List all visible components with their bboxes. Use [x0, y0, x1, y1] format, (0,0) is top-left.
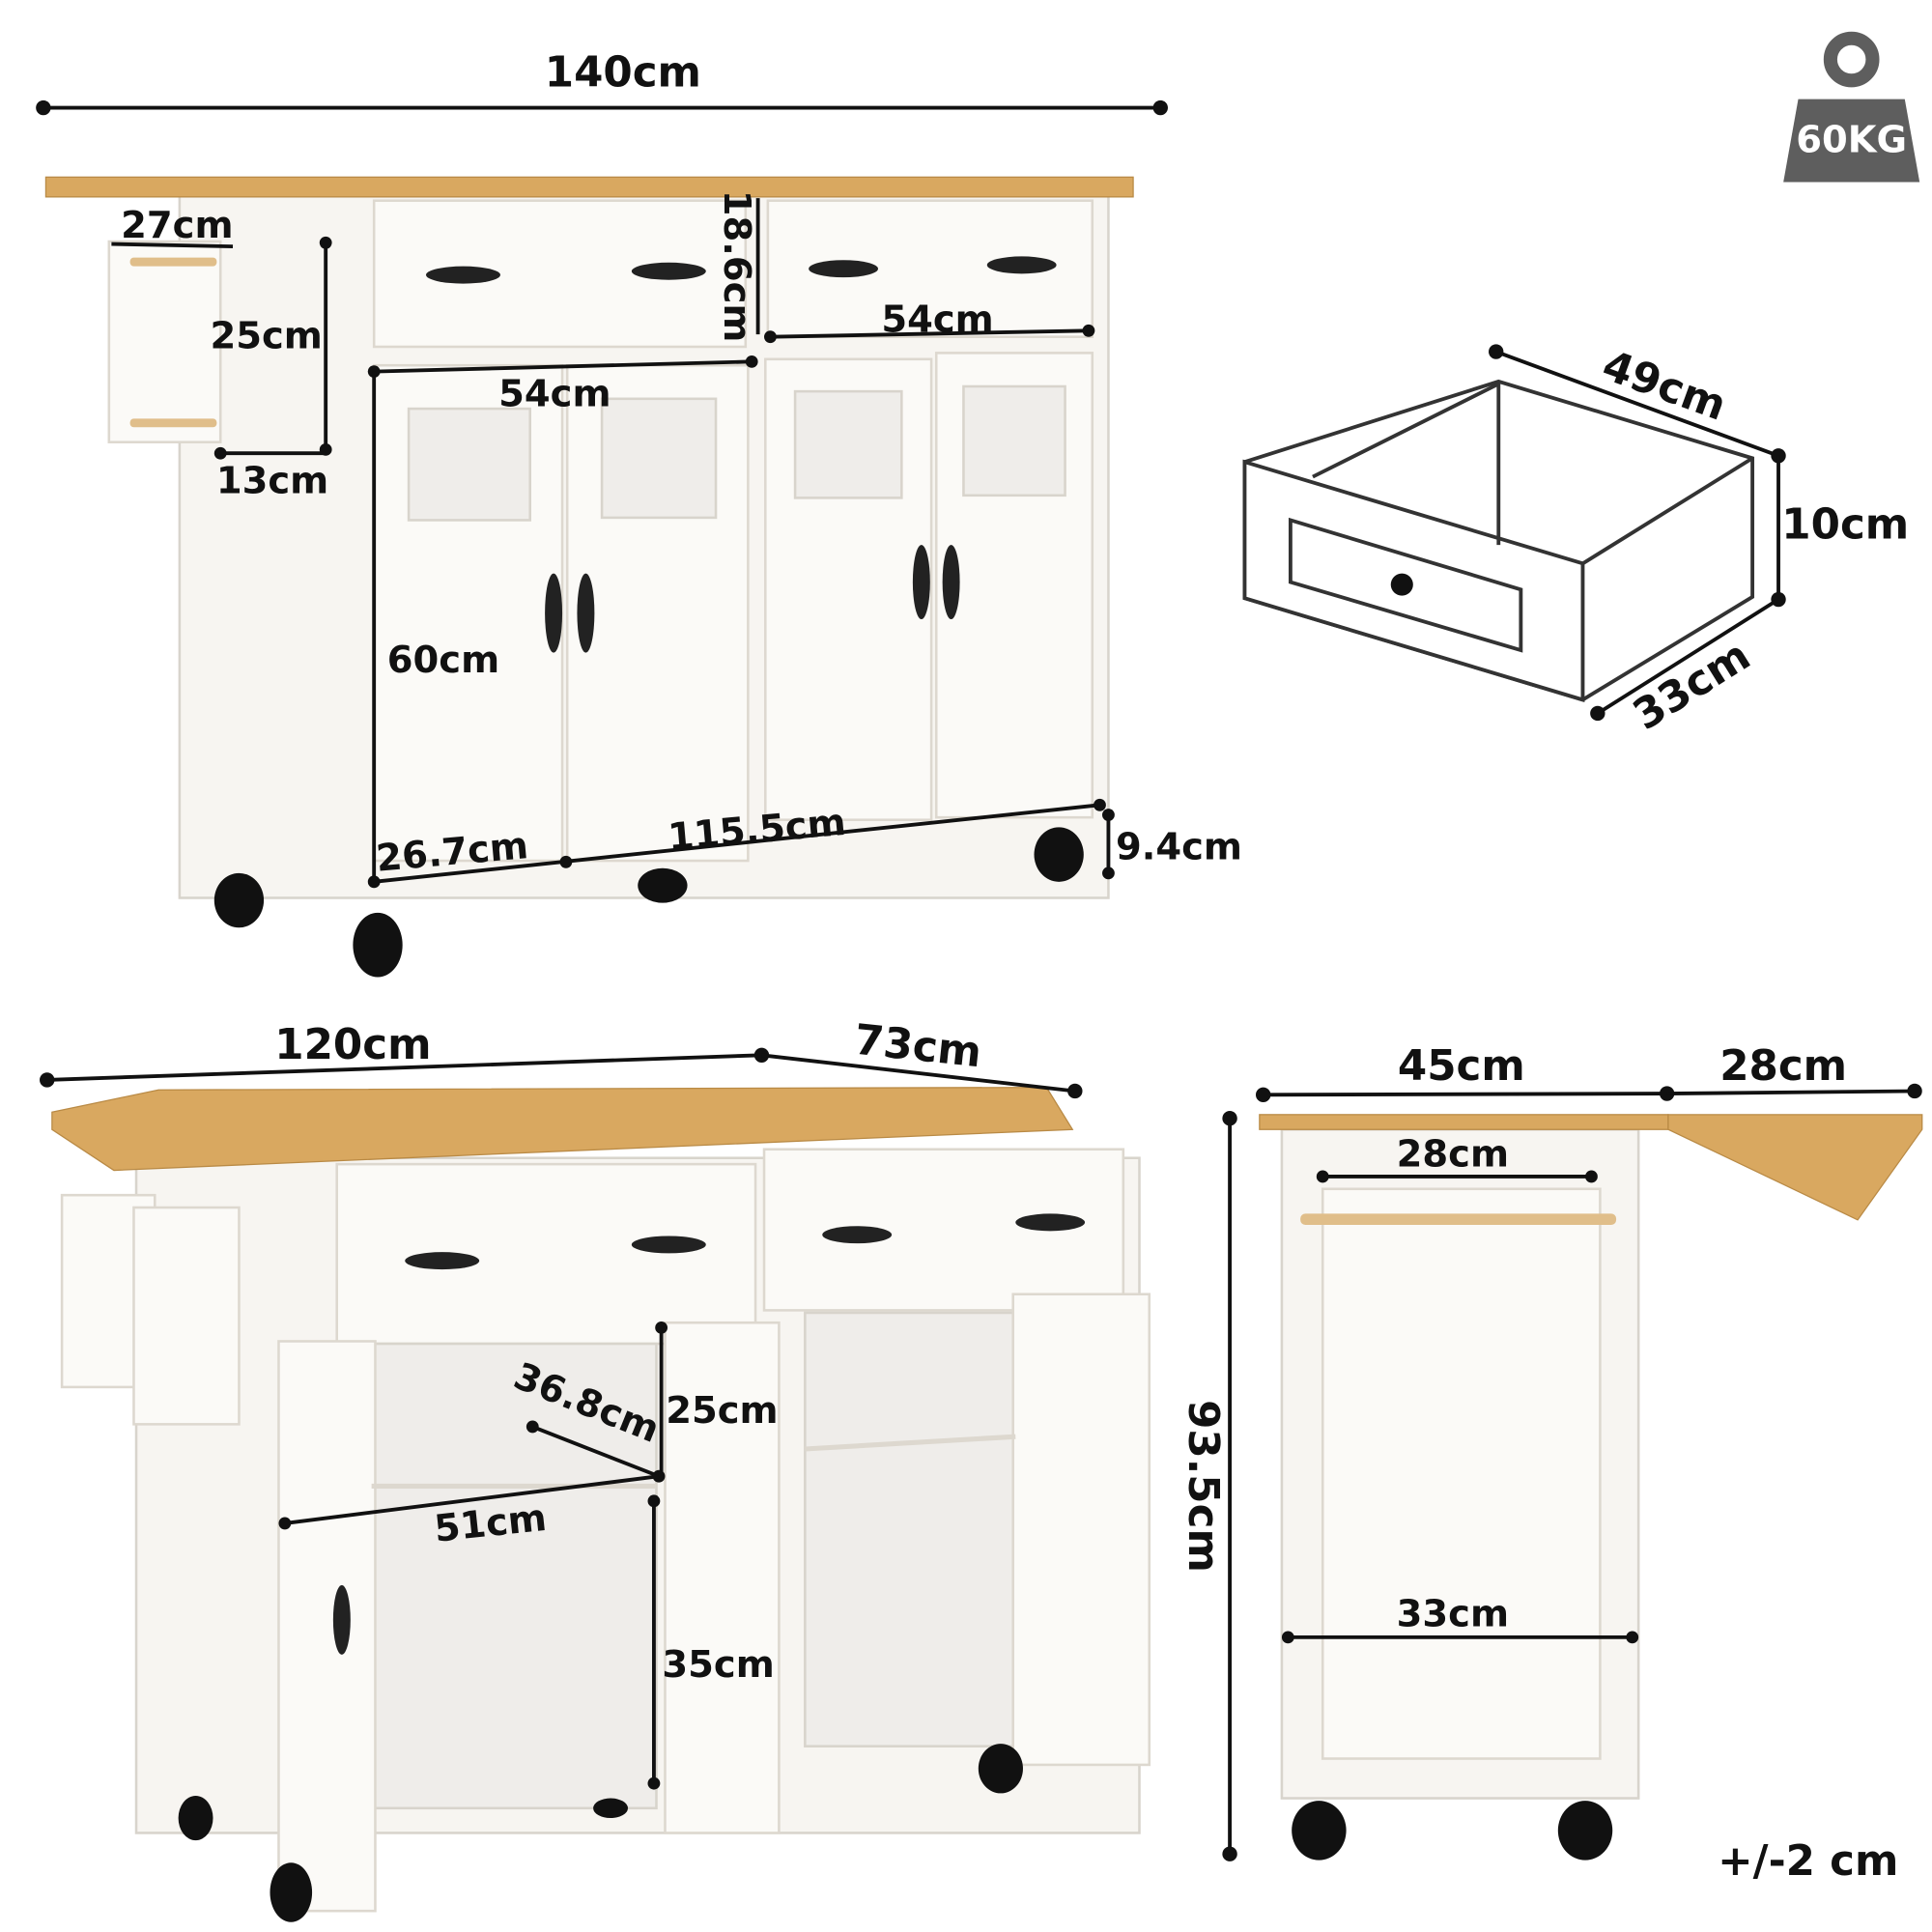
open-view: 120cm 73cm 36.8cm 25cm 51cm 35cm	[40, 1016, 1151, 1922]
body-depth-label: 45cm	[1398, 1042, 1525, 1091]
front-view: 140cm 27cm 25cm 13cm 18.6cm 54cm 54cm 60…	[36, 49, 1242, 978]
drawer-height-label-2: 10cm	[1781, 501, 1909, 550]
open-door-3	[1011, 1293, 1151, 1767]
shelf-height-label: 25cm	[210, 314, 322, 357]
side-countertop	[1259, 1114, 1669, 1130]
towel-rack-width-label: 27cm	[121, 204, 233, 247]
wheel-clearance-label: 9.4cm	[1116, 826, 1242, 869]
cabinet-height-label: 60cm	[387, 639, 499, 682]
side-shelf	[107, 240, 222, 443]
total-height-label: 93.5cm	[1179, 1400, 1227, 1573]
open-drawer-left	[335, 1162, 757, 1346]
tolerance-note: +/-2 cm	[1718, 1837, 1898, 1886]
drawer-diagram: 49cm 10cm 33cm	[1242, 342, 1909, 740]
open-drawer-right	[762, 1148, 1125, 1312]
open-door-2	[664, 1321, 781, 1834]
drawer-height-label: 18.6cm	[715, 190, 758, 343]
leaf-width-label: 28cm	[1719, 1042, 1847, 1091]
inner-depth-label: 33cm	[1397, 1592, 1509, 1635]
countertop	[44, 176, 1134, 198]
total-width-label: 140cm	[545, 49, 701, 98]
wheels	[213, 827, 1084, 978]
countertop-open	[51, 1086, 1074, 1172]
drawer-width-label: 54cm	[881, 298, 993, 342]
drop-leaf	[1667, 1114, 1923, 1221]
side-view: 45cm 28cm 28cm 93.5cm 33cm	[1179, 1042, 1923, 1861]
lower-height-label: 35cm	[662, 1643, 774, 1687]
bar-width-label: 28cm	[1397, 1133, 1509, 1177]
weight-icon: 60KG	[1783, 31, 1920, 183]
top-width-label: 120cm	[274, 1021, 431, 1069]
weight-capacity-label: 60KG	[1796, 119, 1907, 162]
shelf-depth-label: 13cm	[216, 459, 328, 502]
handles	[426, 256, 1057, 653]
open-door-1	[277, 1340, 377, 1913]
cabinet-width-label: 54cm	[498, 373, 611, 416]
upper-height-label: 25cm	[666, 1389, 778, 1433]
